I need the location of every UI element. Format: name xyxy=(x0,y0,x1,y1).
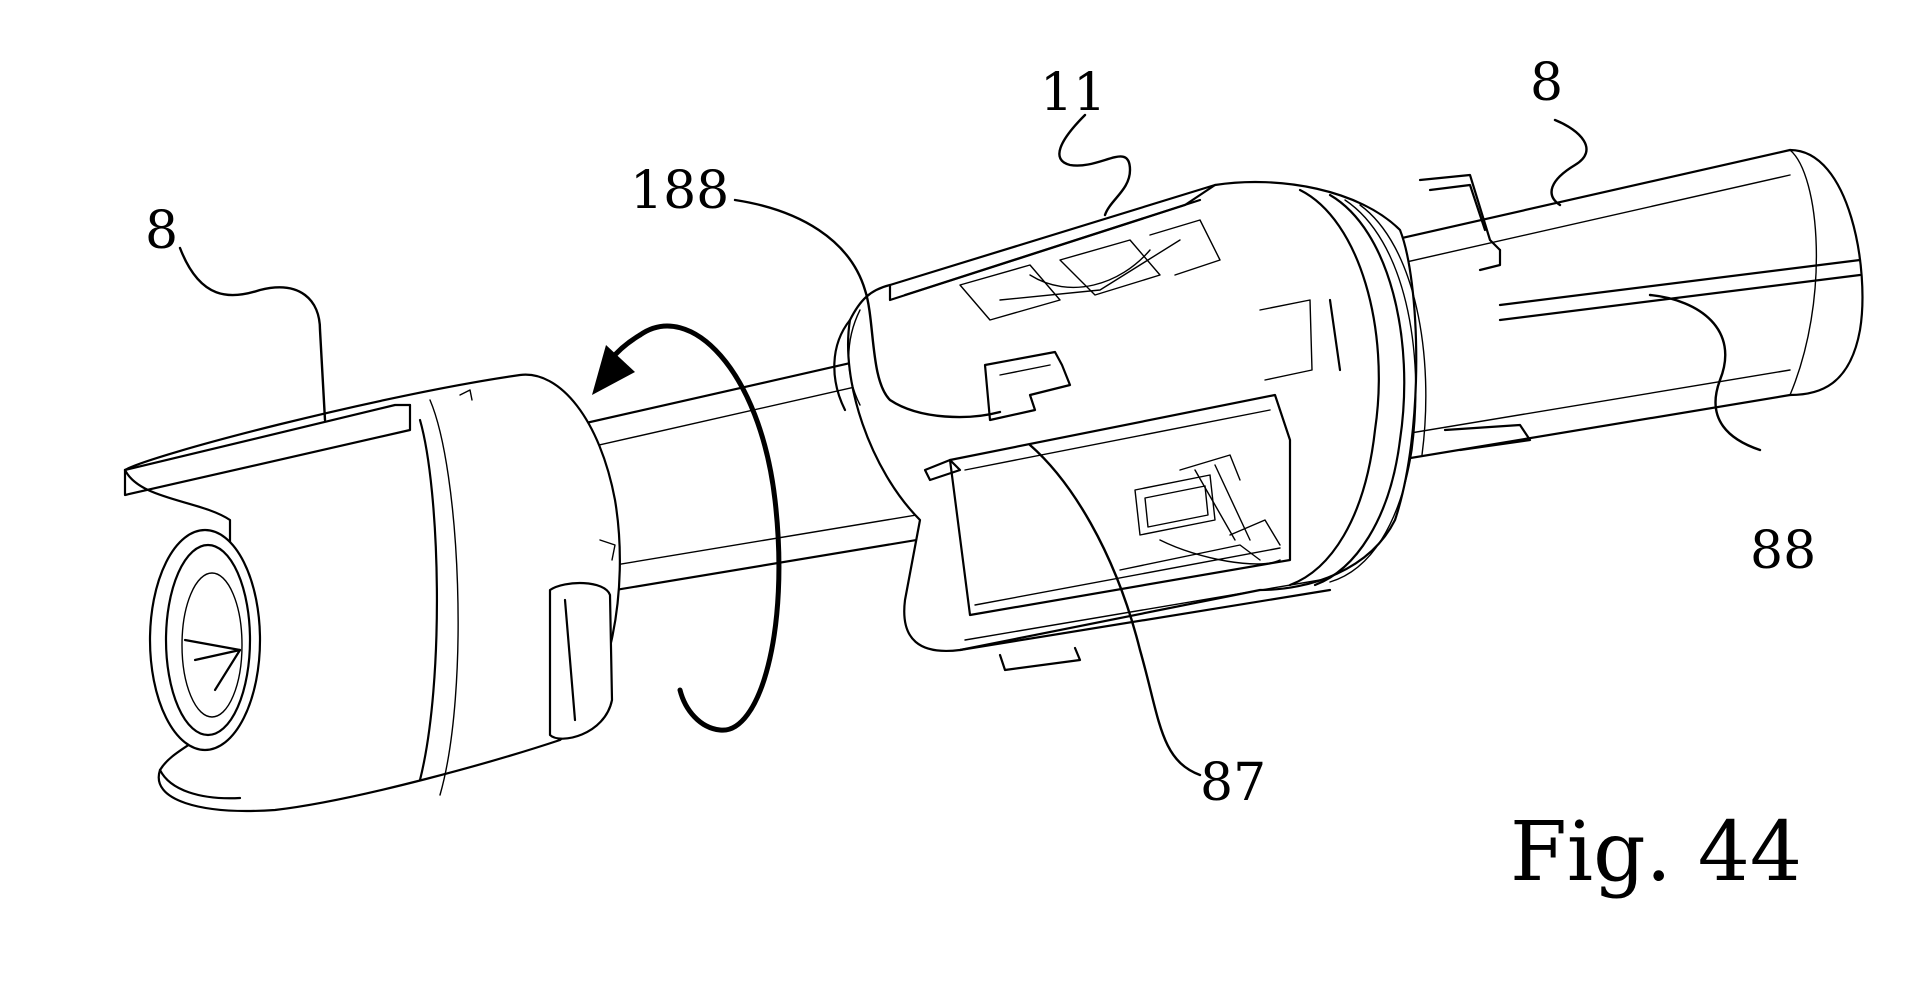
leader-8-right xyxy=(1550,118,1588,207)
sleeve xyxy=(833,173,1532,672)
label-188: 188 xyxy=(630,161,729,221)
left-cap xyxy=(123,373,621,813)
label-11: 11 xyxy=(1040,63,1106,123)
label-88: 88 xyxy=(1750,521,1816,581)
figure-caption: Fig. 44 xyxy=(1510,805,1802,900)
leader-11 xyxy=(1058,113,1132,217)
label-8-left: 8 xyxy=(145,201,178,261)
leader-lines xyxy=(178,113,1762,777)
leader-8-left xyxy=(178,246,327,422)
label-87: 87 xyxy=(1200,753,1266,813)
leader-88 xyxy=(1648,293,1762,452)
leader-188 xyxy=(733,198,1002,419)
rotation-arrow-icon xyxy=(592,323,782,733)
label-8-right: 8 xyxy=(1530,53,1563,113)
leader-87 xyxy=(1028,443,1202,777)
